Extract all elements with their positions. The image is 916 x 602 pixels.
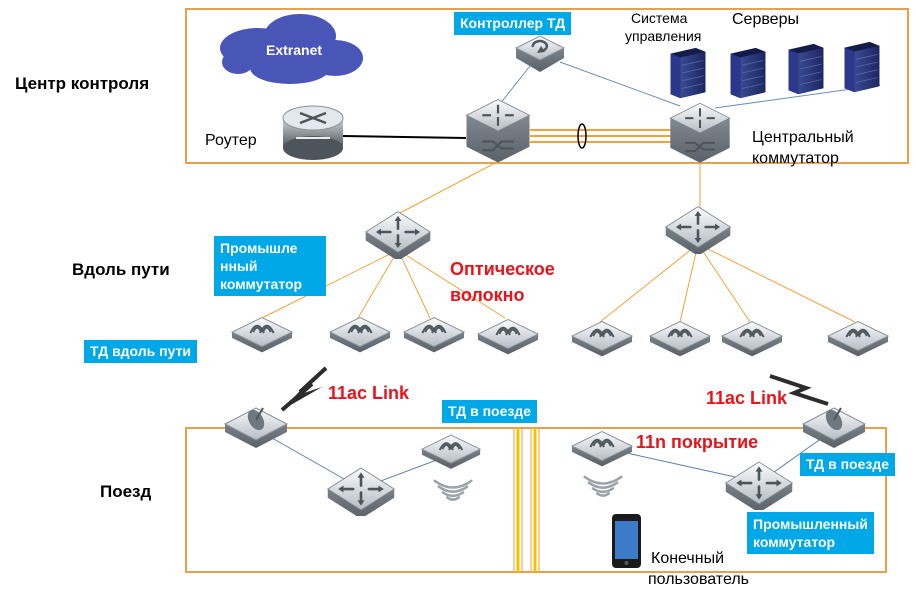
- link-controller-core: [499, 65, 531, 105]
- server-icon: [730, 47, 766, 99]
- core-switch-label-2: коммутатор: [752, 150, 839, 167]
- core-trunk-link: [530, 129, 672, 143]
- ap-controller-tag: Контроллер ТД: [454, 12, 572, 35]
- smartphone-icon: [612, 514, 641, 568]
- industrial-switch-tag-line-2: нный: [220, 258, 258, 274]
- train-switch-tag: Промышленный коммутатор: [747, 512, 874, 554]
- router-icon: [282, 105, 344, 160]
- lightning-icon: [280, 366, 328, 412]
- cloud-icon: [220, 14, 363, 84]
- industrial-switch-tag: Промышле нный коммутатор: [214, 236, 326, 296]
- management-system-label-2: управления: [625, 28, 702, 44]
- access-point-icon: [826, 320, 890, 358]
- access-point-icon: [476, 318, 540, 356]
- directional-antenna-icon: [223, 405, 289, 450]
- core-switch-right-icon: [669, 102, 731, 164]
- wifi-waves-icon: [433, 479, 473, 501]
- access-point-icon: [230, 316, 294, 354]
- end-user-label-2: пользователь: [648, 571, 749, 588]
- end-user-label-1: Конечный: [651, 550, 725, 567]
- server-icon: [670, 47, 706, 99]
- section-train: Поезд: [100, 482, 152, 501]
- fiber-label-1: Оптическое: [450, 259, 555, 279]
- trackside-switch-right-icon: [664, 205, 732, 254]
- train-trunk-link: [516, 428, 537, 572]
- train-switch-right-icon: [724, 460, 794, 510]
- fiber-links: [261, 161, 856, 323]
- train-switch-tag-line-1: Промышленный: [753, 516, 868, 532]
- directional-antenna-icon: [801, 405, 867, 450]
- extranet-label: Extranet: [266, 42, 323, 58]
- access-point-icon: [720, 320, 784, 358]
- wifi-waves-icon: [583, 475, 623, 497]
- section-control-center: Центр контроля: [15, 74, 150, 93]
- core-switch-left-icon: [465, 98, 531, 164]
- router-label: Роутер: [205, 132, 257, 149]
- fiber-label-2: волокно: [450, 285, 525, 305]
- coverage-11n-label: 11n покрытие: [636, 432, 759, 452]
- train-ap-right-tag: ТД в поезде: [800, 453, 895, 476]
- train-trunk-link-outline: [513, 428, 540, 572]
- trackside-switch-left-icon: [364, 210, 432, 259]
- controller-icon: [514, 35, 566, 72]
- control-center-frame: [185, 8, 909, 164]
- access-point-icon: [648, 320, 712, 358]
- train-ap-center-tag: ТД в поезде: [442, 400, 537, 423]
- access-point-icon: [570, 320, 634, 358]
- industrial-switch-tag-line-3: коммутатор: [220, 276, 303, 292]
- link-router-core: [342, 135, 467, 139]
- train-switch-tag-line-2: коммутатор: [753, 534, 836, 550]
- industrial-switch-tag-line-1: Промышле: [220, 240, 298, 256]
- link-aggregation-marker: [577, 123, 587, 149]
- server-icon: [788, 43, 824, 95]
- server-icon: [844, 41, 880, 93]
- lightning-icon: [769, 374, 829, 406]
- core-switch-label-1: Центральный: [752, 129, 854, 146]
- link-11ac-right-label: 11ac Link: [706, 388, 788, 408]
- access-point-icon: [328, 316, 392, 354]
- link-controller-core2: [559, 61, 681, 107]
- access-point-icon: [570, 430, 634, 468]
- link-11ac-left-label: 11ac Link: [328, 383, 410, 403]
- management-system-label-1: Система: [631, 10, 688, 26]
- trackside-ap-tag: ТД вдоль пути: [84, 340, 198, 363]
- access-point-icon: [402, 316, 466, 354]
- servers-label: Серверы: [732, 11, 799, 28]
- section-trackside: Вдоль пути: [72, 260, 170, 279]
- access-point-icon: [420, 434, 482, 470]
